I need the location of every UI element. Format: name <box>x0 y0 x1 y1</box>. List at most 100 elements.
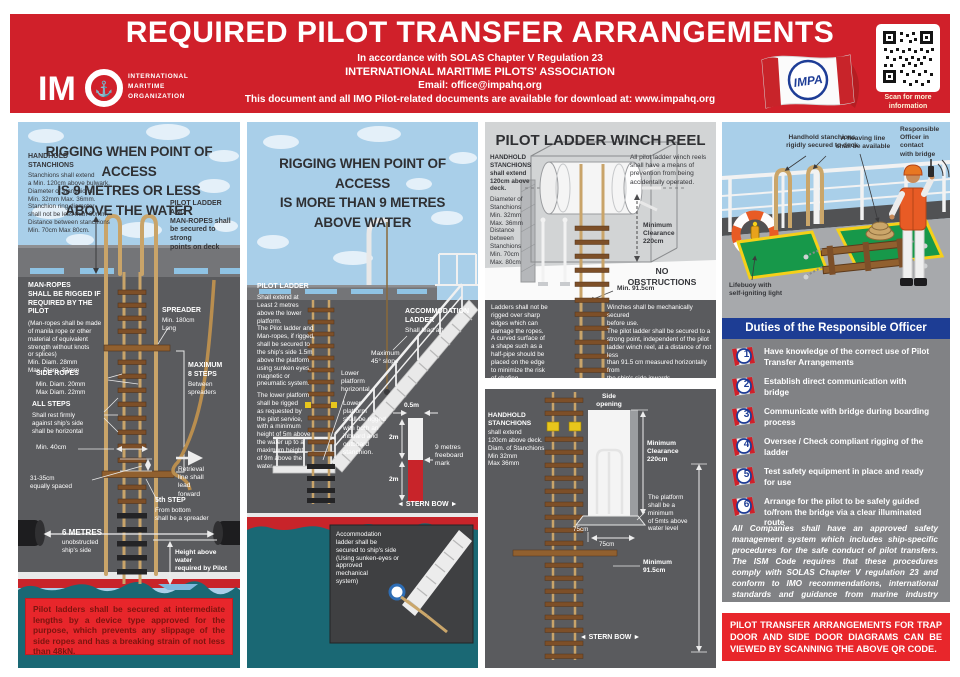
panel-rigging-more-than-9m: RIGGING WHEN POINT OF ACCESS IS MORE THA… <box>247 122 478 668</box>
max-slope-label: Maximum 45° slope <box>371 350 400 366</box>
clouds <box>257 126 477 265</box>
subtitle-email: Email: office@impahq.org <box>418 80 542 91</box>
trapdoor-frame <box>820 238 912 275</box>
responsible-officer-figure <box>889 159 950 286</box>
imo-acronym-text: IM <box>38 70 76 108</box>
duties-panel: 1 Have knowledge of the correct use of P… <box>722 339 950 610</box>
accommodation-ladder-body: Shall lead aft <box>405 327 444 334</box>
handhold2-body: shall extend 120cm above deck. Diam. of … <box>488 429 545 468</box>
platform-horizontal-label: Lower platform horizontal. <box>341 370 372 394</box>
max-steps-label: MAXIMUM 8 STEPS <box>188 362 223 378</box>
min-clearance2-label: Minimum Clearance 220cm <box>647 440 679 464</box>
strong-point-note: The pilot ladder shall be secured to a s… <box>607 328 712 383</box>
label-lifebuoy: Lifebuoy with self-igniting light <box>729 282 783 298</box>
impa-flag-number-icon: 2 <box>730 376 758 398</box>
lower-platform-body: The lower platform shall be rigged as re… <box>257 392 311 470</box>
cm75-label-a: 75cm <box>573 526 589 533</box>
panel2-title: RIGGING WHEN POINT OF ACCESS IS MORE THA… <box>279 156 446 230</box>
imo-emblem-icon <box>85 69 123 107</box>
min-915b-label: Minimum 91.5cm <box>643 559 672 575</box>
fifth-step-label: 5th STEP <box>155 497 186 504</box>
platform-note: The platform shall be a minimum of 5mts … <box>648 494 688 533</box>
handhold-stanchions-body: Stanchions shall extend a Min. 120cm abo… <box>28 172 110 235</box>
upper-platform-railing <box>435 253 478 286</box>
qr-scan-note-text: PILOT TRANSFER ARRANGEMENTS FOR TRAP DOO… <box>730 620 942 654</box>
two-metre-label-a: 2m <box>389 434 399 441</box>
min-40cm-label: Min. 40cm <box>36 444 67 451</box>
winch-handles <box>639 164 661 212</box>
winch-prevention-note: All pilot ladder winch reels shall have … <box>630 154 707 186</box>
impa-flag-icon: IMPA <box>761 54 860 109</box>
intermediate-securing-warning: Pilot ladders shall be secured at interm… <box>25 598 233 656</box>
lower-ladder-steps <box>544 397 584 659</box>
impa-flag-number-icon: 4 <box>730 436 758 458</box>
opening-handrails <box>595 448 624 514</box>
winch-frame <box>530 141 678 263</box>
accommodation-ladder-label: ACCOMMODATION LADDER <box>405 308 470 324</box>
inset-note: Accommodation ladder shall be secured to… <box>336 531 399 586</box>
side-ropes-body: Min. Diam. 20mm Max Diam. 22mm <box>36 381 86 396</box>
ladder-steps <box>117 289 147 504</box>
impa-flag-number-icon: 6 <box>730 496 758 518</box>
handhold-stanchions <box>541 222 567 284</box>
duties-title: Duties of the Responsible Officer <box>745 322 927 334</box>
rubber-steps <box>117 513 147 575</box>
radio-icon <box>928 166 934 177</box>
min-915-label: Min. 91.5cm <box>617 285 655 292</box>
panel-rigging-9m-or-less: RIGGING WHEN POINT OF ACCESS IS 9 METRES… <box>18 122 240 668</box>
qr-scan-note-box: PILOT TRANSFER ARRANGEMENTS FOR TRAP DOO… <box>722 613 950 661</box>
sunken-eye <box>388 583 406 601</box>
half-metre-label: 0.5m <box>404 402 420 409</box>
panel4-illustration <box>722 122 950 318</box>
pilot-boat <box>158 584 198 590</box>
helmet <box>903 164 923 176</box>
radio-waves-icon <box>937 159 950 178</box>
all-steps-label: ALL STEPS <box>32 401 71 408</box>
stern-bow-label: ◄ STERN BOW ► <box>579 634 641 641</box>
inset-accommodation-ladder <box>402 530 472 616</box>
two-metre-label-b: 2m <box>389 476 399 483</box>
davit <box>366 217 388 285</box>
stern-bow-label: ◄ STERN BOW ► <box>397 501 458 508</box>
label-responsible-officer: Responsible Officer in contact with brid… <box>900 126 940 158</box>
secured-to-deck-note: PILOT LADDER AND MAN-ROPES shall be secu… <box>170 200 231 251</box>
panel2-diagram <box>247 122 478 668</box>
no-obstructions-label: NO OBSTRUCTIONS <box>627 266 697 287</box>
handhold2-label: HANDHOLD STANCHIONS <box>488 412 532 428</box>
man-ropes-body: (Man-ropes shall be made of manila rope … <box>28 320 102 375</box>
side-opening-label: Side opening <box>596 393 622 409</box>
deck-mat <box>736 230 829 280</box>
panel3-title: PILOT LADDER WINCH REEL <box>495 132 706 149</box>
panel-winch-reel: PILOT LADDER WINCH REEL HANDHOLD STANCHI… <box>485 122 716 668</box>
spreader-step <box>512 549 618 557</box>
panel1-title: RIGGING WHEN POINT OF ACCESS IS 9 METRES… <box>45 144 213 218</box>
all-steps-body: Shall rest firmly against ship's side sh… <box>32 412 84 435</box>
panel-deck-arrangement: Handhold stanchions rigidly secured to d… <box>722 122 950 668</box>
fifth-step-body: From bottom shall be a spreader <box>155 507 209 522</box>
subtitle-solas: In accordance with SOLAS Chapter V Regul… <box>357 53 603 64</box>
freeboard-mark-white <box>408 418 423 460</box>
ism-code-note: All Companies shall have an approved saf… <box>732 524 938 611</box>
height-above-water-label: Height above water required by Pilot <box>175 549 228 573</box>
accommodation-ladder <box>330 299 478 473</box>
label-heaving-line: A heaving line shall be available <box>835 135 891 151</box>
min-clearance-label: Minimum Clearance 220cm <box>643 222 675 246</box>
spreader-label: SPREADER <box>162 307 201 314</box>
impa-acronym-text: IMPA <box>793 72 824 90</box>
subtitle-impa: INTERNATIONAL MARITIME PILOTS' ASSOCIATI… <box>345 66 615 78</box>
winch-drum <box>539 161 643 215</box>
freeboard-mark-red <box>408 460 423 502</box>
freeboard-mark-label: 9 metres freeboard mark <box>435 444 464 468</box>
winch-ladder-steps <box>574 225 610 373</box>
side-ropes-label: SIDE ROPES <box>36 370 79 377</box>
warning-text: Pilot ladders shall be secured at interm… <box>33 604 225 656</box>
retrieval-line-label: Retrieval line shall lead forward <box>178 466 205 498</box>
spreader-body: Min. 180cm Long <box>162 317 195 332</box>
imo-name: INTERNATIONAL MARITIME ORGANIZATION <box>128 73 189 100</box>
fender-pipes <box>18 520 240 546</box>
cm75-label-b: 75cm <box>599 541 615 548</box>
label-handhold-stanchions: Handhold stanchions rigidly secured to d… <box>786 134 858 150</box>
max-steps-body: Between spreaders <box>188 381 217 396</box>
impa-flag-number-icon: 1 <box>730 346 758 368</box>
